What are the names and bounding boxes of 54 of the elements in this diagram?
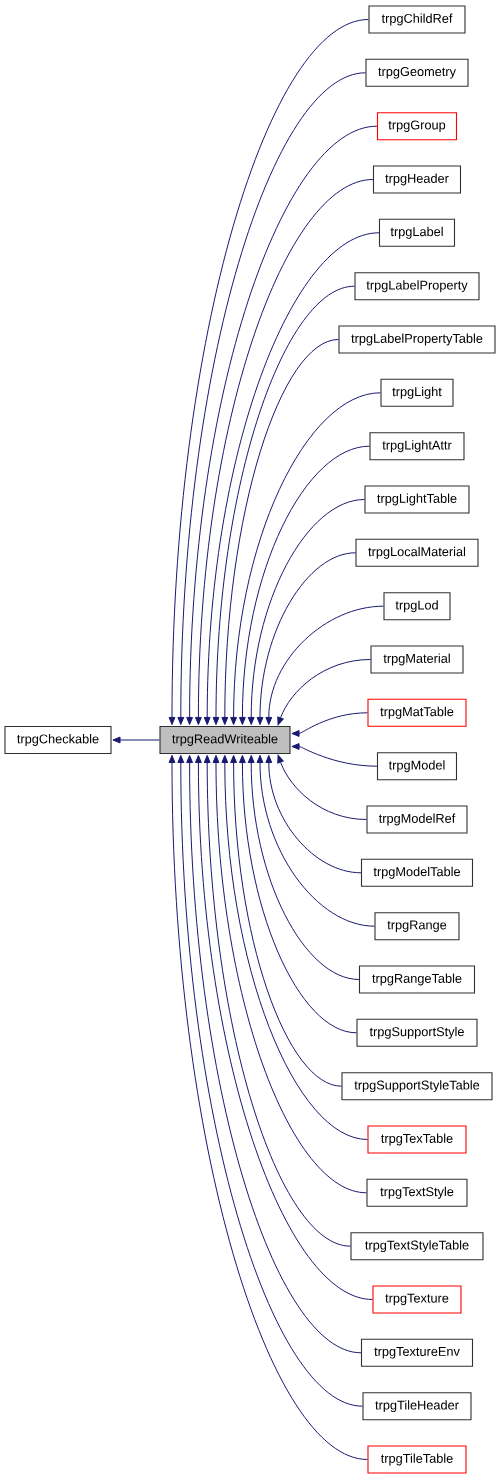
inheritance-arrow: [195, 754, 373, 1300]
inheritance-arrow: [265, 754, 362, 874]
inheritance-arrow: [256, 754, 375, 927]
inheritance-arrow: [247, 754, 360, 980]
class-box: trpgTextStyle: [366, 1178, 468, 1207]
inheritance-arrow: [277, 659, 371, 726]
inheritance-arrow: [230, 754, 342, 1087]
inheritance-arrow: [256, 552, 356, 726]
inheritance-arrow: [291, 712, 368, 737]
class-box: trpgMaterial: [370, 645, 464, 674]
class-box: trpgSupportStyle: [356, 1018, 478, 1047]
class-box: trpgLabel: [378, 218, 456, 247]
class-box: trpgGroup: [376, 112, 458, 141]
class-box: trpgModelTable: [360, 858, 474, 887]
class-box: trpgLabelProperty: [354, 272, 480, 301]
class-box: trpgLod: [383, 592, 451, 621]
class-box: trpgChildRef: [368, 5, 466, 34]
class-box: trpgRangeTable: [358, 965, 476, 994]
inheritance-arrow: [291, 743, 378, 767]
inheritance-arrow: [212, 754, 367, 1194]
class-box: trpgTexture: [372, 1285, 462, 1314]
class-box: trpgTextStyleTable: [350, 1232, 484, 1261]
inheritance-arrow: [112, 736, 160, 744]
class-box: trpgTileTable: [367, 1445, 467, 1474]
class-box: trpgLightAttr: [369, 432, 465, 461]
class-box: trpgCheckable: [4, 725, 112, 755]
class-box: trpgTextureEnv: [360, 1338, 474, 1367]
class-box: trpgReadWriteable: [159, 725, 291, 755]
class-box: trpgMatTable: [367, 698, 467, 727]
class-box: trpgTileHeader: [362, 1392, 472, 1421]
inheritance-arrow: [239, 445, 370, 726]
inheritance-arrow: [195, 179, 374, 726]
inheritance-arrow: [203, 232, 380, 726]
class-box: trpgHeader: [372, 165, 462, 194]
inheritance-arrow: [265, 605, 384, 726]
class-box: trpgSupportStyleTable: [341, 1072, 493, 1101]
inheritance-arrow: [221, 754, 368, 1140]
class-box: trpgRange: [374, 912, 460, 941]
inheritance-arrow: [186, 125, 378, 726]
class-box: trpgLabelPropertyTable: [338, 325, 496, 354]
inheritance-arrow: [247, 499, 365, 726]
class-box: trpgLightTable: [364, 485, 470, 514]
inheritance-arrow: [277, 754, 367, 820]
class-box: trpgModelRef: [366, 805, 468, 834]
class-box: trpgModel: [376, 752, 458, 781]
class-box: trpgGeometry: [365, 58, 469, 87]
inheritance-arrow: [221, 339, 339, 726]
inheritance-arrow: [203, 754, 351, 1247]
class-box: trpgTexTable: [367, 1125, 467, 1154]
inheritance-arrow: [239, 754, 357, 1034]
inheritance-arrow: [212, 285, 355, 726]
inheritance-arrow: [230, 392, 381, 726]
class-box: trpgLocalMaterial: [355, 538, 479, 567]
class-box: trpgLight: [380, 378, 454, 407]
